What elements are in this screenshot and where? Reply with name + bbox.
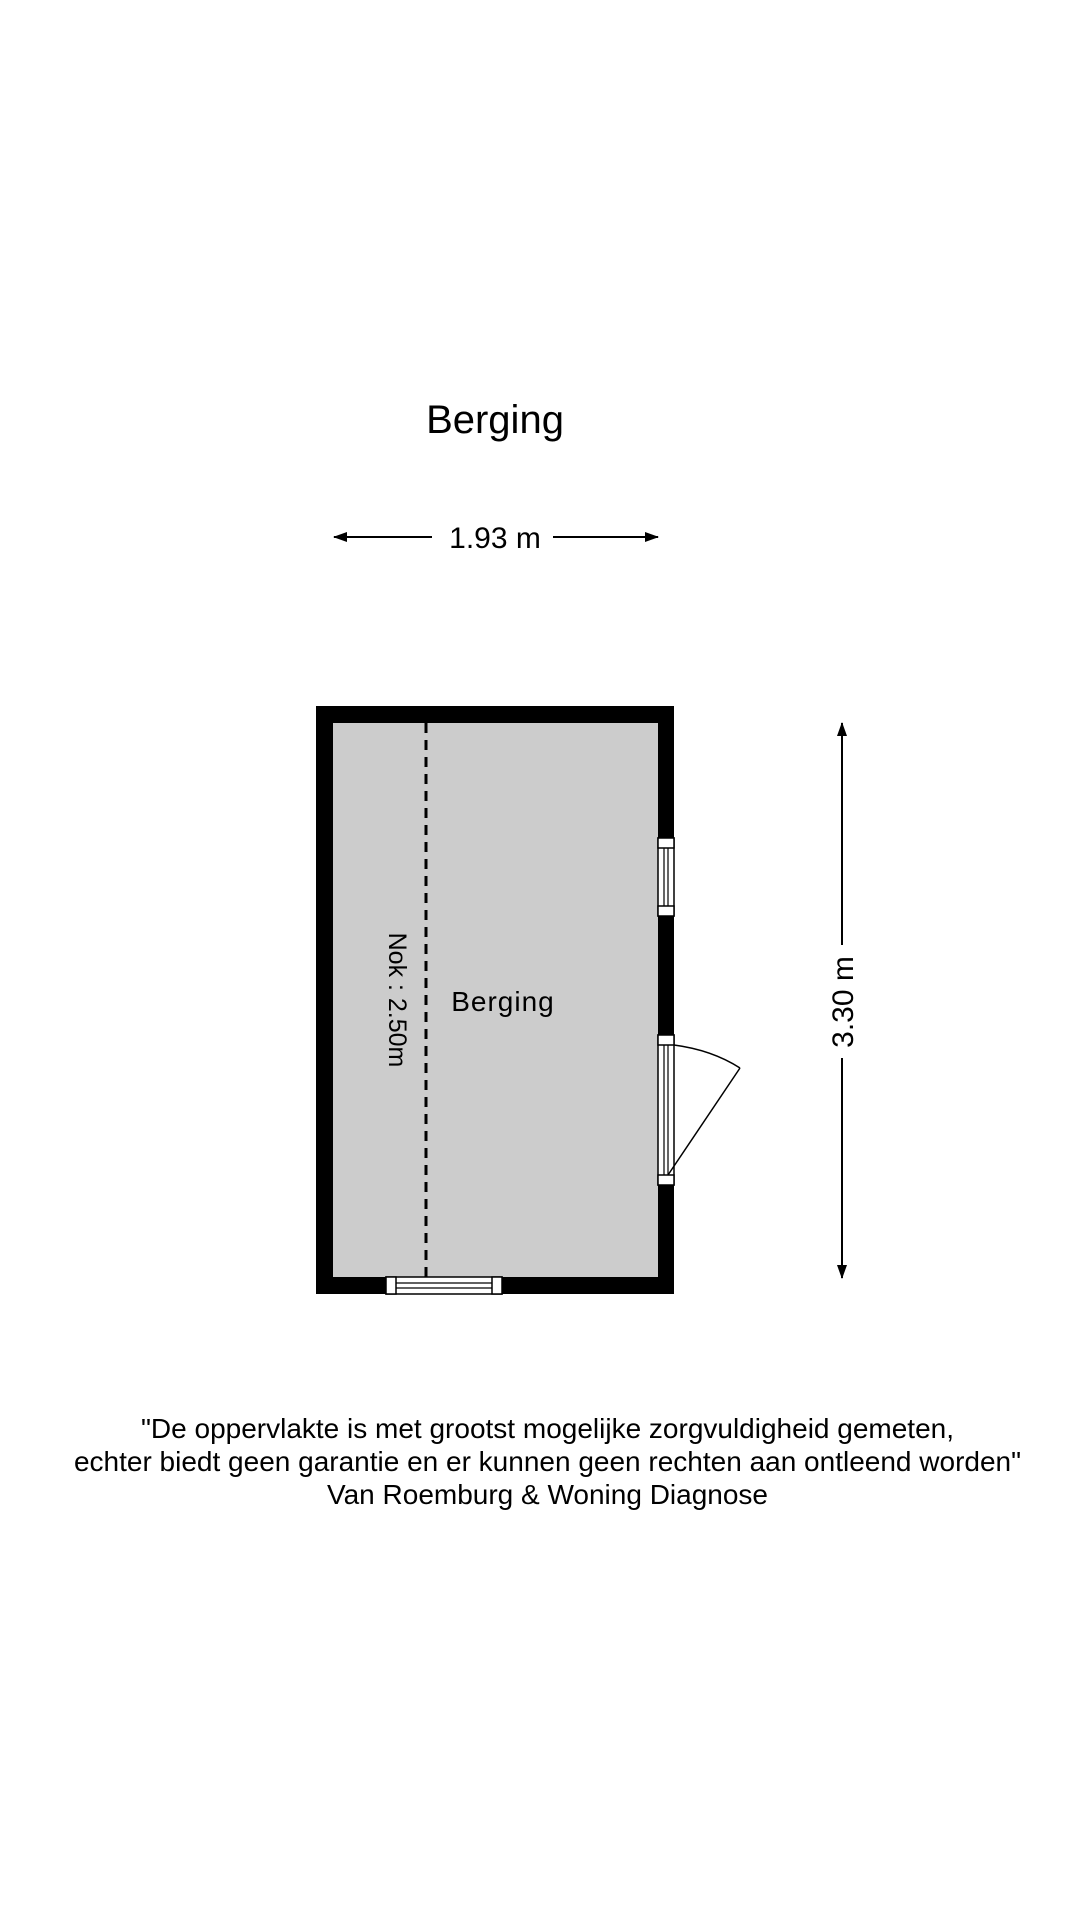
height-label: 3.30 m [827,956,860,1048]
disclaimer: "De oppervlakte is met grootst mogelijke… [0,1412,1080,1511]
width-label: 1.93 m [449,522,541,555]
room-name-label: Berging [451,986,555,1017]
window-bottom [385,1276,503,1295]
window-right-upper [657,837,675,917]
floorplan-title: Berging [426,398,564,442]
door-leaf [667,1067,741,1176]
disclaimer-line-1: "De oppervlakte is met grootst mogelijke… [140,1413,955,1444]
door-swing-arc [673,1044,741,1069]
disclaimer-company: Van Roemburg & Woning Diagnose [327,1479,768,1510]
disclaimer-line-2: echter biedt geen garantie en er kunnen … [73,1446,1022,1477]
room-berging: Nok : 2.50m Berging [316,706,741,1295]
ridge-height-label: Nok : 2.50m [383,933,411,1068]
door-right [657,1034,741,1186]
room-floor [333,723,658,1277]
height-dimension: 3.30 m [827,722,860,1279]
width-dimension: 1.93 m [333,522,659,555]
